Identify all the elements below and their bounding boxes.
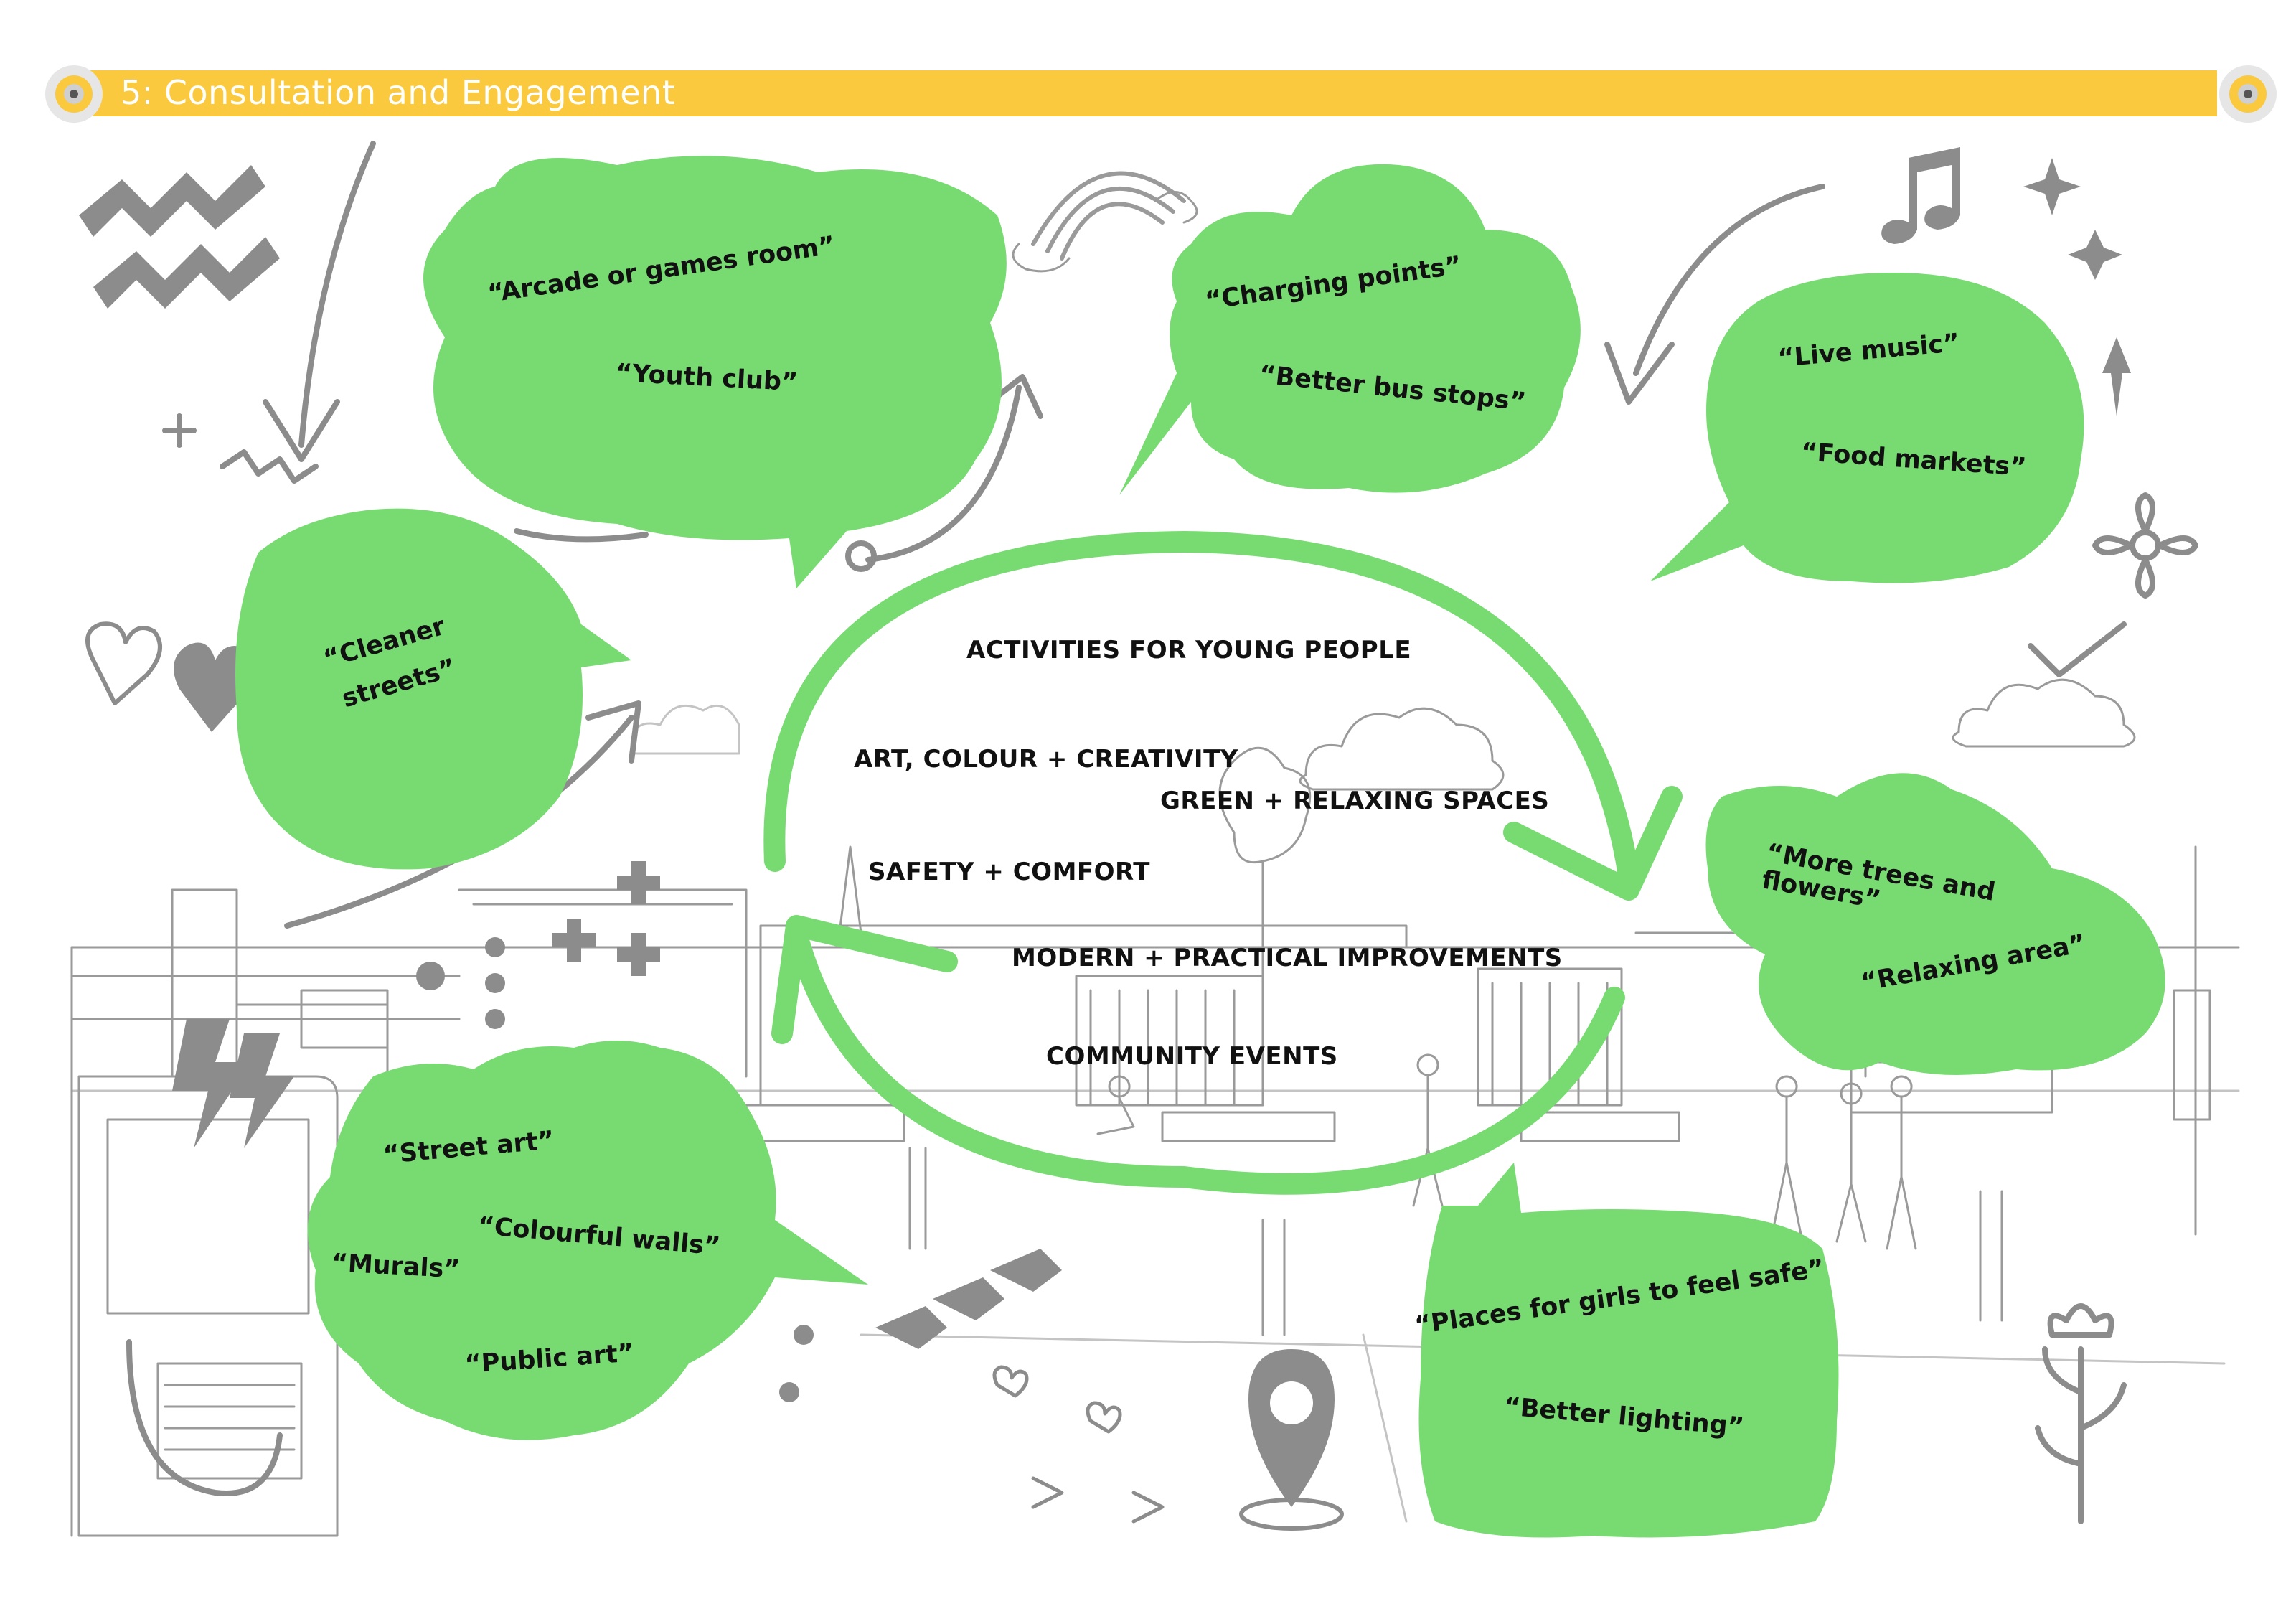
location-pin-icon xyxy=(1248,1349,1335,1507)
speech-bubble-transport xyxy=(1119,164,1581,495)
heart-icon xyxy=(174,642,256,732)
theme-green: GREEN + RELAXING SPACES xyxy=(1160,787,1550,815)
down-arrow-doodle xyxy=(298,141,376,448)
header-bar xyxy=(85,70,2217,116)
music-note-icon xyxy=(1881,147,1960,244)
page-title: 5: Consultation and Engagement xyxy=(121,73,676,112)
sparkle-icon xyxy=(2023,158,2081,215)
theme-activities: ACTIVITIES FOR YOUNG PEOPLE xyxy=(966,636,1412,665)
checkmark-icon xyxy=(2028,621,2127,677)
speech-bubble-safety xyxy=(1418,1163,1839,1538)
curved-arrow-doodle xyxy=(865,385,1022,563)
speech-bubble-art xyxy=(307,1041,868,1440)
cycle-arrow-bottom xyxy=(786,922,1625,1195)
theme-community: COMMUNITY EVENTS xyxy=(1046,1042,1338,1071)
theme-art: ART, COLOUR + CREATIVITY xyxy=(854,745,1238,774)
speech-bubble-streets xyxy=(235,508,631,870)
theme-modern: MODERN + PRACTICAL IMPROVEMENTS xyxy=(1012,944,1563,972)
speech-bubble-events xyxy=(1650,273,2084,583)
speech-bubble-arcade xyxy=(423,156,1007,589)
target-icon xyxy=(43,63,105,125)
speech-bubble-nature xyxy=(1705,773,2165,1075)
theme-safety: SAFETY + COMFORT xyxy=(868,858,1150,886)
cycle-arrow-top xyxy=(763,531,1639,886)
target-icon xyxy=(2217,63,2279,125)
